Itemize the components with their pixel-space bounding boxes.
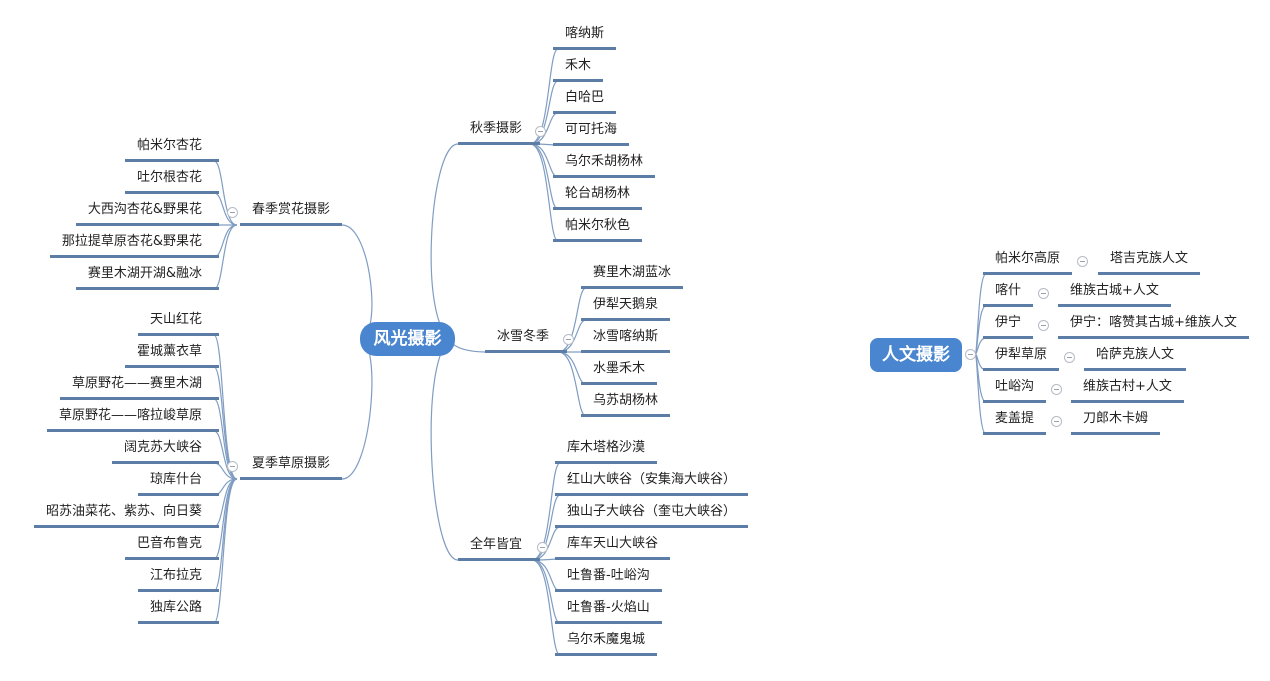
branch-topic[interactable]: 春季赏花摄影 xyxy=(240,201,343,226)
collapse-toggle-icon[interactable] xyxy=(1077,256,1088,267)
collapse-toggle-icon[interactable] xyxy=(227,207,238,218)
branch-topic[interactable]: 夏季草原摄影 xyxy=(240,455,343,480)
collapse-toggle-icon[interactable] xyxy=(535,126,546,137)
connector-line xyxy=(213,478,238,624)
culture-place[interactable]: 吐峪沟 xyxy=(983,378,1047,403)
connector-line xyxy=(430,338,459,561)
leaf-topic[interactable]: 冰雪喀纳斯 xyxy=(581,328,671,353)
leaf-topic[interactable]: 赛里木湖蓝冰 xyxy=(581,264,684,289)
connector-line xyxy=(529,143,559,242)
connector-line xyxy=(213,334,238,480)
leaf-topic[interactable]: 独山子大峡谷（奎屯大峡谷） xyxy=(555,503,749,528)
connector-line xyxy=(341,224,373,340)
culture-detail[interactable]: 塔吉克族人文 xyxy=(1098,250,1201,275)
connector-line xyxy=(531,559,561,656)
culture-detail[interactable]: 刀郎木卡姆 xyxy=(1071,410,1161,435)
leaf-topic[interactable]: 喀纳斯 xyxy=(553,25,617,50)
culture-place[interactable]: 伊犁草原 xyxy=(983,346,1060,371)
leaf-topic[interactable]: 库木塔格沙漠 xyxy=(555,439,658,464)
leaf-topic[interactable]: 禾木 xyxy=(553,57,604,82)
leaf-topic[interactable]: 巴音布鲁克 xyxy=(124,535,219,560)
connector-line xyxy=(213,398,238,480)
leaf-topic[interactable]: 吐鲁番-吐峪沟 xyxy=(555,567,662,592)
culture-detail[interactable]: 伊宁：喀赞其古城+维族人文 xyxy=(1058,314,1249,339)
leaf-topic[interactable]: 吐鲁番-火焰山 xyxy=(555,599,662,624)
culture-place[interactable]: 帕米尔高原 xyxy=(983,250,1073,275)
branch-topic[interactable]: 全年皆宜 xyxy=(458,536,541,561)
branch-topic[interactable]: 秋季摄影 xyxy=(458,120,541,145)
central-topic-culture[interactable]: 人文摄影 xyxy=(870,338,962,372)
culture-place[interactable]: 麦盖提 xyxy=(983,410,1047,435)
collapse-toggle-icon[interactable] xyxy=(563,334,574,345)
collapse-toggle-icon[interactable] xyxy=(537,542,548,553)
connector-line xyxy=(213,430,238,480)
leaf-topic[interactable]: 乌尔禾胡杨林 xyxy=(553,153,656,178)
collapse-toggle-icon[interactable] xyxy=(1064,352,1075,363)
culture-place[interactable]: 喀什 xyxy=(983,282,1034,307)
leaf-topic[interactable]: 库车天山大峡谷 xyxy=(555,535,671,560)
connector-line xyxy=(213,366,238,480)
leaf-topic[interactable]: 乌尔禾魔鬼城 xyxy=(555,631,658,656)
leaf-topic[interactable]: 吐尔根杏花 xyxy=(124,169,219,194)
leaf-topic[interactable]: 天山红花 xyxy=(137,311,219,336)
leaf-topic[interactable]: 可可托海 xyxy=(553,121,630,146)
collapse-toggle-icon[interactable] xyxy=(1038,320,1049,331)
leaf-topic[interactable]: 帕米尔秋色 xyxy=(553,217,643,242)
culture-detail[interactable]: 哈萨克族人文 xyxy=(1084,346,1187,371)
leaf-topic[interactable]: 赛里木湖开湖&融冰 xyxy=(75,265,219,290)
connector-line xyxy=(430,143,459,340)
leaf-topic[interactable]: 昭苏油菜花、紫苏、向日葵 xyxy=(33,503,219,528)
connector-line xyxy=(974,353,987,435)
central-topic-landscape[interactable]: 风光摄影 xyxy=(360,322,455,356)
connector-line xyxy=(213,160,238,226)
leaf-topic[interactable]: 那拉提草原杏花&野果花 xyxy=(49,233,219,258)
collapse-toggle-icon[interactable] xyxy=(1051,384,1062,395)
leaf-topic[interactable]: 草原野花——喀拉峻草原 xyxy=(46,407,219,432)
connector-line xyxy=(531,462,561,561)
leaf-topic[interactable]: 草原野花——赛里木湖 xyxy=(59,375,219,400)
leaf-topic[interactable]: 乌苏胡杨林 xyxy=(581,392,671,417)
connector-line xyxy=(341,338,373,480)
culture-detail[interactable]: 维族古村+人文 xyxy=(1071,378,1184,403)
collapse-toggle-icon[interactable] xyxy=(1051,416,1062,427)
collapse-toggle-icon[interactable] xyxy=(1038,288,1049,299)
leaf-topic[interactable]: 阔克苏大峡谷 xyxy=(111,439,219,464)
leaf-topic[interactable]: 江布拉克 xyxy=(137,567,219,592)
branch-topic[interactable]: 冰雪冬季 xyxy=(485,328,568,353)
collapse-toggle-icon[interactable] xyxy=(965,349,976,360)
leaf-topic[interactable]: 水墨禾木 xyxy=(581,360,658,385)
leaf-topic[interactable]: 大西沟杏花&野果花 xyxy=(75,201,219,226)
leaf-topic[interactable]: 独库公路 xyxy=(137,599,219,624)
collapse-toggle-icon[interactable] xyxy=(227,461,238,472)
leaf-topic[interactable]: 霍城薰衣草 xyxy=(124,343,219,368)
connector-line xyxy=(450,338,486,353)
leaf-topic[interactable]: 帕米尔杏花 xyxy=(124,137,219,162)
culture-place[interactable]: 伊宁 xyxy=(983,314,1034,339)
connector-line xyxy=(529,48,559,145)
culture-detail[interactable]: 维族古城+人文 xyxy=(1058,282,1171,307)
leaf-topic[interactable]: 琼库什台 xyxy=(137,471,219,496)
leaf-topic[interactable]: 轮台胡杨林 xyxy=(553,185,643,210)
leaf-topic[interactable]: 伊犁天鹅泉 xyxy=(581,296,671,321)
leaf-topic[interactable]: 红山大峡谷（安集海大峡谷） xyxy=(555,471,749,496)
leaf-topic[interactable]: 白哈巴 xyxy=(553,89,617,114)
